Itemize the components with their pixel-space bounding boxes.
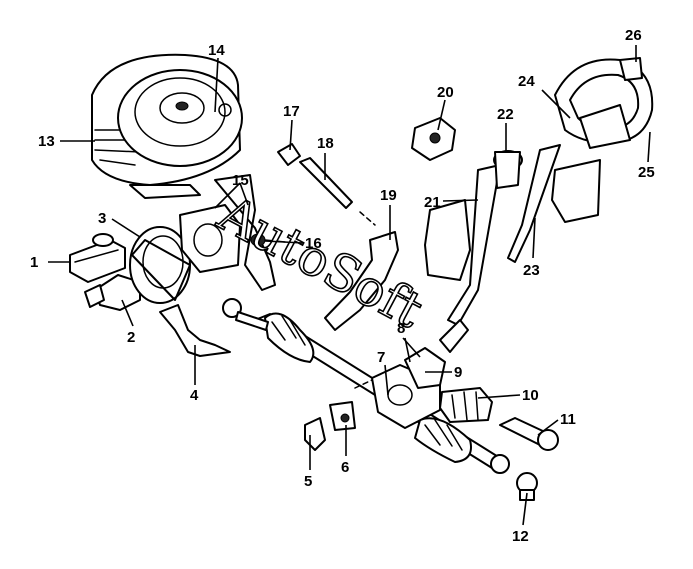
callout-19: 19 bbox=[380, 187, 397, 204]
brake-fluid-reservoir bbox=[69, 233, 126, 283]
callout-17: 17 bbox=[283, 103, 300, 120]
callout-6: 6 bbox=[341, 459, 349, 476]
callout-2: 2 bbox=[127, 329, 135, 346]
callout-5: 5 bbox=[304, 473, 312, 490]
callout-18: 18 bbox=[317, 135, 334, 152]
callout-24: 24 bbox=[518, 73, 535, 90]
track-rod-end bbox=[490, 454, 510, 474]
horn-pad bbox=[619, 57, 643, 81]
tie-rod-left bbox=[222, 298, 269, 331]
callout-1: 1 bbox=[30, 254, 38, 271]
column-support-bracket bbox=[324, 231, 399, 331]
steering-pipe bbox=[299, 157, 353, 209]
callout-12: 12 bbox=[512, 528, 529, 545]
callout-23: 23 bbox=[523, 262, 540, 279]
steering-column-upper bbox=[507, 144, 601, 263]
master-cylinder bbox=[84, 274, 141, 311]
callout-8: 8 bbox=[397, 320, 405, 337]
callout-26: 26 bbox=[625, 27, 642, 44]
callout-14: 14 bbox=[208, 42, 225, 59]
callout-25: 25 bbox=[638, 164, 655, 181]
pinion-valve bbox=[404, 319, 469, 389]
steering-pump-bracket bbox=[179, 174, 276, 291]
rack-boot-right bbox=[414, 417, 472, 463]
rack-end-cylinder bbox=[439, 387, 493, 423]
callout-15: 15 bbox=[232, 172, 249, 189]
lower-column-bracket bbox=[424, 199, 471, 281]
servo-mounting-bracket bbox=[159, 304, 231, 357]
tie-rod-end bbox=[499, 417, 559, 451]
rack-boot-left bbox=[264, 312, 315, 363]
callout-21: 21 bbox=[424, 194, 441, 211]
ignition-switch bbox=[411, 117, 456, 161]
callout-9: 9 bbox=[454, 364, 462, 381]
callout-10: 10 bbox=[522, 387, 539, 404]
callout-20: 20 bbox=[437, 84, 454, 101]
rack-clamp bbox=[304, 417, 326, 451]
callout-11: 11 bbox=[560, 411, 576, 428]
callout-22: 22 bbox=[497, 106, 514, 123]
brake-servo bbox=[129, 226, 191, 304]
callout-16: 16 bbox=[305, 235, 322, 252]
callout-7: 7 bbox=[377, 349, 385, 366]
callouts: 1 2 3 4 5 6 7 8 9 10 11 12 13 14 15 16 1… bbox=[30, 27, 655, 545]
callout-13: 13 bbox=[38, 133, 55, 150]
callout-3: 3 bbox=[98, 210, 106, 227]
pipe-union bbox=[277, 143, 301, 166]
callout-4: 4 bbox=[190, 387, 199, 404]
leader-lines bbox=[48, 45, 651, 526]
spare-wheel bbox=[117, 69, 243, 199]
mounting-clamp bbox=[329, 401, 356, 431]
